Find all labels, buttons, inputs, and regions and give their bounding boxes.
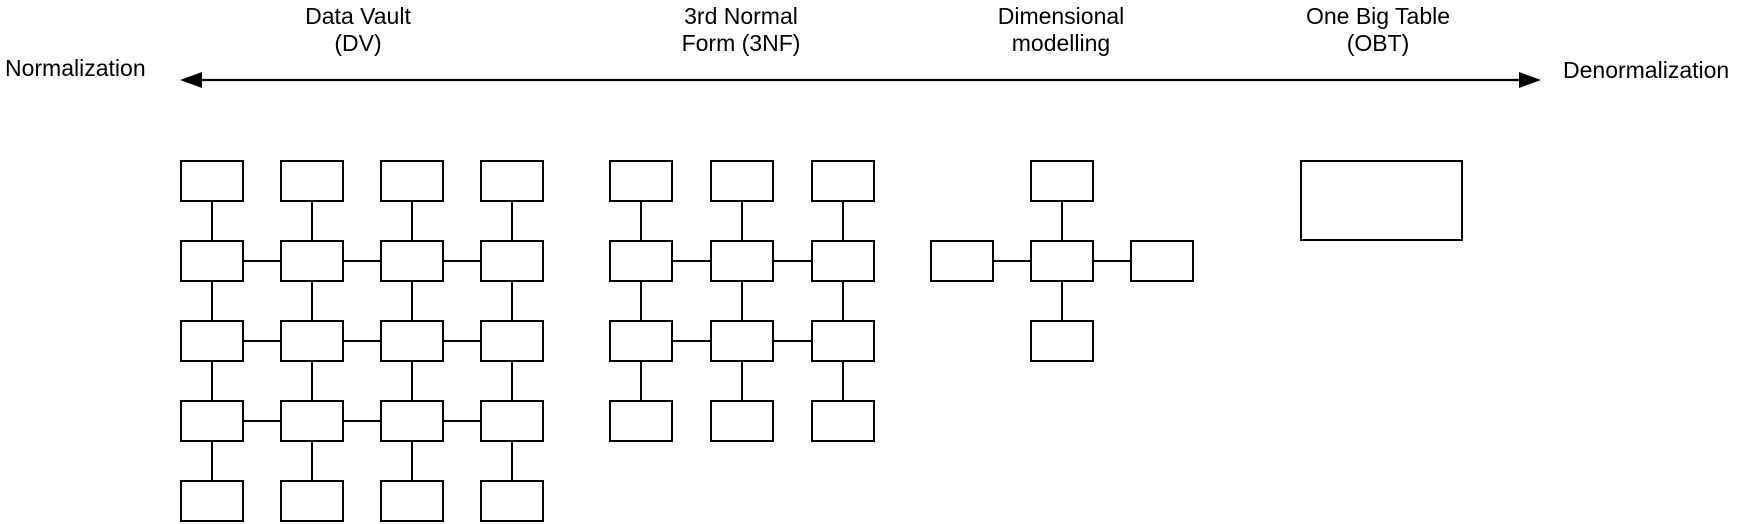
table-box — [811, 160, 875, 202]
method-label-obt: One Big Table (OBT) — [1306, 3, 1450, 57]
table-box — [480, 320, 544, 362]
table-box — [280, 240, 344, 282]
table-box — [380, 320, 444, 362]
table-box — [1130, 240, 1194, 282]
arrowhead-left-icon — [180, 72, 202, 88]
method-label-obt-line2: (OBT) — [1346, 30, 1410, 56]
table-box — [609, 400, 673, 442]
arrowhead-right-icon — [1519, 72, 1541, 88]
method-label-dimensional-line2: modelling — [1011, 30, 1111, 56]
table-box — [609, 240, 673, 282]
table-box — [180, 160, 244, 202]
table-box — [710, 240, 774, 282]
table-box — [380, 480, 444, 522]
table-box — [609, 160, 673, 202]
axis-label-denormalization: Denormalization — [1563, 57, 1730, 83]
table-box — [380, 160, 444, 202]
method-label-3nf: 3rd Normal Form (3NF) — [682, 3, 801, 57]
table-box — [180, 400, 244, 442]
table-box — [180, 320, 244, 362]
table-box — [380, 400, 444, 442]
table-box — [930, 240, 994, 282]
one-big-table — [1300, 160, 1463, 241]
method-label-dimensional-line1: Dimensional — [997, 3, 1125, 29]
method-label-data-vault-line1: Data Vault — [305, 3, 411, 29]
table-box — [710, 320, 774, 362]
dimensional-star-schema — [930, 160, 1194, 362]
spectrum-arrow — [180, 72, 1541, 88]
axis-label-normalization: Normalization — [5, 55, 146, 81]
table-box — [609, 320, 673, 362]
table-box — [1030, 160, 1094, 202]
method-label-3nf-line1: 3rd Normal — [684, 3, 798, 29]
method-label-dimensional: Dimensional modelling — [998, 3, 1125, 57]
table-box — [480, 480, 544, 522]
table-box — [280, 400, 344, 442]
table-box — [811, 400, 875, 442]
method-label-obt-line1: One Big Table — [1305, 3, 1451, 29]
table-box — [811, 320, 875, 362]
table-box — [480, 240, 544, 282]
table-box — [1030, 240, 1094, 282]
table-box — [480, 160, 544, 202]
method-label-data-vault-line2: (DV) — [334, 30, 382, 56]
data-vault-schema — [180, 160, 544, 522]
method-label-3nf-line2: Form (3NF) — [681, 30, 801, 56]
table-box — [380, 240, 444, 282]
table-box — [280, 320, 344, 362]
third-normal-form-schema — [609, 160, 875, 442]
table-box — [811, 240, 875, 282]
table-box — [180, 240, 244, 282]
table-box — [1300, 160, 1463, 241]
table-box — [280, 160, 344, 202]
table-box — [1030, 320, 1094, 362]
table-box — [180, 480, 244, 522]
table-box — [710, 160, 774, 202]
table-box — [710, 400, 774, 442]
table-box — [480, 400, 544, 442]
table-box — [280, 480, 344, 522]
method-label-data-vault: Data Vault (DV) — [305, 3, 411, 57]
